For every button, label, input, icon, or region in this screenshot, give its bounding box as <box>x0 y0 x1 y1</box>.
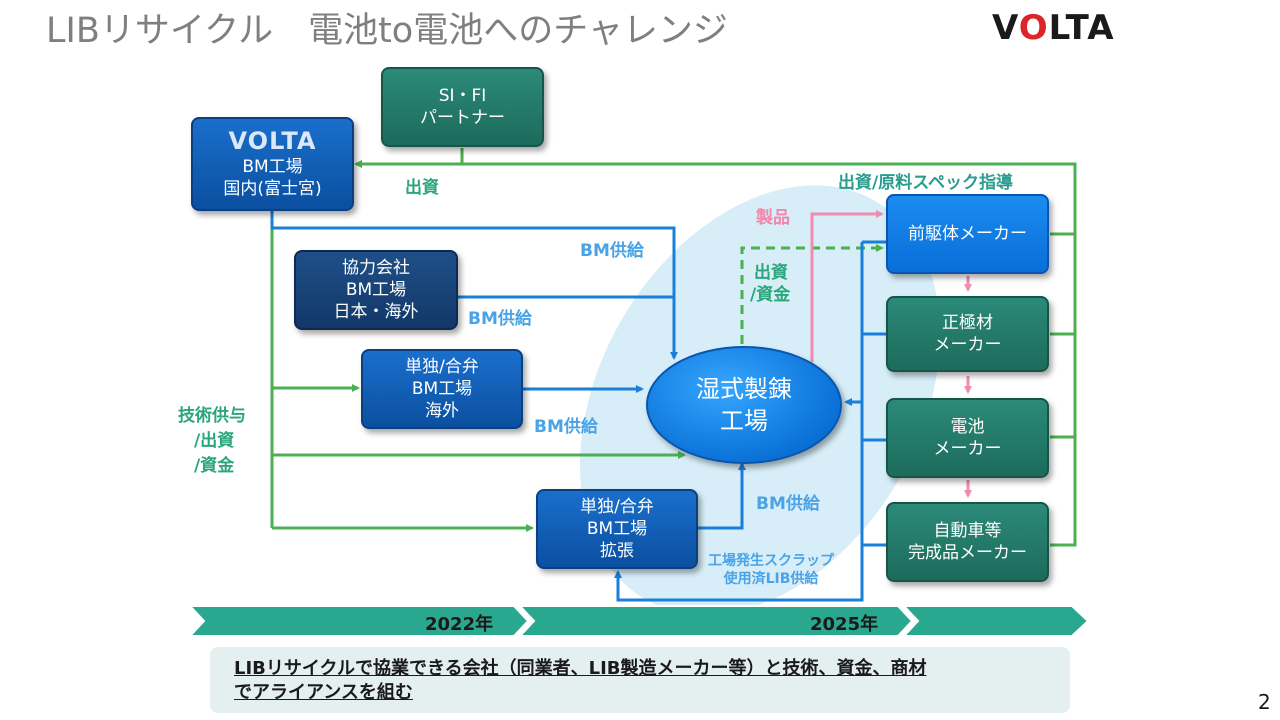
node-cathode-line2: メーカー <box>933 335 1002 355</box>
node-battery: 電池 メーカー <box>886 398 1049 478</box>
node-coop: 協力会社 BM工場 日本・海外 <box>294 250 458 330</box>
label-scrap-line2: 使用済LIB供給 <box>723 571 819 587</box>
label-tech-3: /資金 <box>194 456 235 476</box>
node-hydrometallurgy-plant: 湿式製錬 工場 <box>646 346 842 464</box>
volta-mini-logo: VOLTA <box>228 127 317 155</box>
pink-arrows <box>810 210 972 498</box>
label-tech-1: 技術供与 <box>178 406 246 426</box>
label-bm-supply-1: BM供給 <box>580 241 644 261</box>
timeline-year-2025: 2025年 <box>810 614 879 635</box>
node-precursor: 前駆体メーカー <box>886 194 1049 274</box>
summary-line1: LIBリサイクルで協業できる会社（同業者、LIB製造メーカー等）と技術、資金、商… <box>234 658 927 679</box>
arrow-volta-to-plant <box>270 210 678 360</box>
timeline-segment-1 <box>187 605 530 637</box>
node-cathode-line1: 正極材 <box>942 313 993 333</box>
node-auto-line2: 完成品メーカー <box>908 543 1027 563</box>
label-scrap-line1: 工場発生スクラップ <box>708 553 834 569</box>
node-battery-line1: 電池 <box>950 417 985 437</box>
node-cathode: 正極材 メーカー <box>886 296 1049 372</box>
label-bm-supply-2: BM供給 <box>468 309 532 329</box>
node-expansion: 単独/合弁 BM工場 拡張 <box>536 489 698 569</box>
slide-title: LIBリサイクル 電池to電池へのチャレンジ <box>46 11 728 51</box>
arrow-funding-dashed <box>740 244 884 344</box>
node-overseas-line3: 海外 <box>425 401 459 421</box>
label-product: 製品 <box>756 208 790 228</box>
label-bm-supply-3: BM供給 <box>534 417 598 437</box>
label-investment-guidance: 出資/原料スペック指導 <box>838 173 1014 193</box>
label-funding-1: 出資 <box>754 263 788 283</box>
timeline <box>187 605 1090 637</box>
page-number: 2 <box>1258 690 1271 714</box>
arrow-expansion-to-plant <box>698 462 746 530</box>
summary-line2: でアライアンスを組む <box>234 682 413 703</box>
label-funding-2: /資金 <box>750 285 791 305</box>
timeline-segment-3 <box>901 605 1090 637</box>
node-coop-line1: 協力会社 <box>342 258 410 278</box>
node-volta-plant: VOLTA BM工場 国内(富士宮) <box>191 117 354 211</box>
node-auto-line1: 自動車等 <box>933 521 1002 541</box>
arrow-product <box>810 210 884 362</box>
node-partner-line2: パートナー <box>420 108 505 128</box>
node-battery-line2: メーカー <box>933 439 1002 459</box>
node-coop-line2: BM工場 <box>345 280 407 300</box>
label-tech-2: /出資 <box>194 431 235 451</box>
node-plant-line2: 工場 <box>720 407 768 435</box>
timeline-year-2022: 2022年 <box>425 614 494 635</box>
label-scrap: 工場発生スクラップ 使用済LIB供給 <box>708 552 834 588</box>
label-bm-supply-4: BM供給 <box>756 494 820 514</box>
node-partner: SI・FI パートナー <box>381 67 544 147</box>
timeline-segment-2 <box>517 605 914 637</box>
node-overseas-line1: 単独/合弁 <box>405 357 479 377</box>
arrow-partner-to-volta <box>354 148 464 168</box>
summary-box: LIBリサイクルで協業できる会社（同業者、LIB製造メーカー等）と技術、資金、商… <box>210 647 1070 713</box>
node-overseas-line2: BM工場 <box>411 379 473 399</box>
arrow-investment-line <box>462 162 1077 547</box>
node-overseas: 単独/合弁 BM工場 海外 <box>361 349 523 429</box>
node-coop-line3: 日本・海外 <box>333 302 419 322</box>
node-partner-line1: SI・FI <box>438 86 487 106</box>
node-auto: 自動車等 完成品メーカー <box>886 502 1049 582</box>
label-investment: 出資 <box>405 178 439 198</box>
node-expansion-line1: 単独/合弁 <box>580 497 654 517</box>
node-volta-line1: BM工場 <box>242 157 303 177</box>
blue-arrows <box>270 210 886 602</box>
node-volta-line2: 国内(富士宮) <box>223 179 322 199</box>
volta-logo: VOLTA <box>992 8 1115 48</box>
arrow-scrap-return <box>614 242 864 602</box>
node-expansion-line3: 拡張 <box>600 541 634 561</box>
green-arrows <box>270 148 1077 547</box>
node-expansion-line2: BM工場 <box>586 519 648 539</box>
node-plant-line1: 湿式製錬 <box>696 375 792 403</box>
node-precursor-line1: 前駆体メーカー <box>908 224 1027 244</box>
